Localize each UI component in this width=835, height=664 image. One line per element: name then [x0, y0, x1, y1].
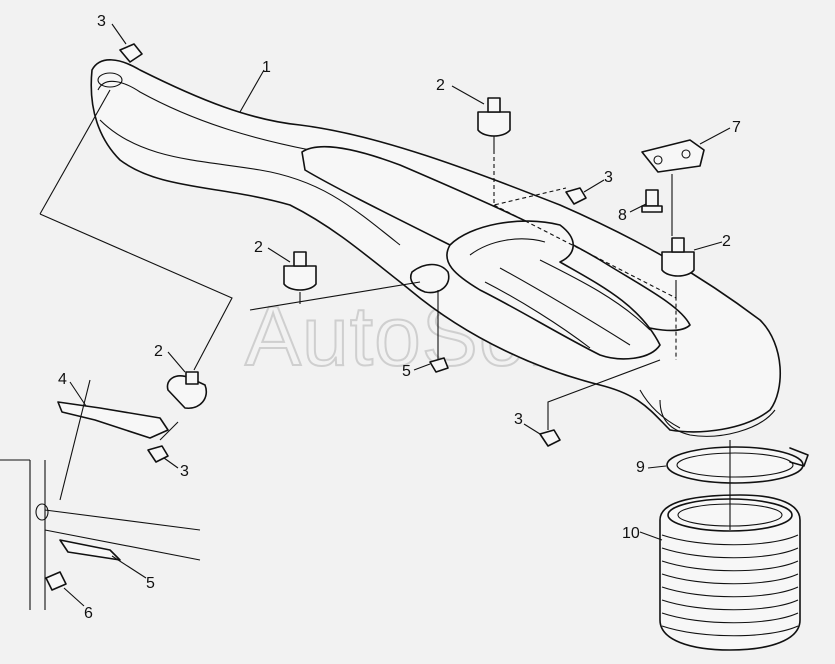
mount-isolator-mid	[283, 251, 317, 304]
callout-3-right: 3	[604, 169, 613, 186]
callout-2-top: 2	[436, 77, 445, 94]
mount-isolator-right	[661, 237, 695, 277]
callout-leaders	[63, 23, 731, 607]
callout-9: 9	[636, 459, 645, 476]
callout-8: 8	[618, 207, 627, 224]
callout-2-mid: 2	[254, 239, 263, 256]
frame-bolt	[45, 571, 67, 591]
intake-duct	[90, 59, 782, 437]
retainer-clip-mid	[429, 357, 449, 373]
callout-5-lower: 5	[146, 575, 155, 592]
callout-2-right: 2	[722, 233, 731, 250]
nut-right	[565, 187, 587, 205]
callout-6: 6	[84, 605, 93, 622]
callout-2-left: 2	[154, 343, 163, 360]
callout-1-duct: 1	[262, 59, 271, 76]
bracket-bolt	[641, 189, 663, 213]
support-bracket	[0, 401, 201, 610]
callout-7: 7	[732, 119, 741, 136]
nut-top-left	[119, 43, 143, 63]
mounting-bracket	[641, 139, 705, 173]
hose-clamp	[666, 446, 809, 484]
callout-3-lower-left: 3	[180, 463, 189, 480]
callout-4: 4	[58, 371, 67, 388]
callout-labels: 3 1 2 2 2 2 3 3 3 4 5 5 6 7 8 9 10	[58, 13, 741, 622]
bellows-hose	[659, 494, 801, 651]
mount-isolator-left	[166, 371, 207, 409]
callout-3-top-left: 3	[97, 13, 106, 30]
callout-10: 10	[622, 525, 640, 542]
callout-3-lower-right: 3	[514, 411, 523, 428]
callout-5-mid: 5	[402, 363, 411, 380]
nut-lower-right	[539, 429, 561, 447]
assembly-lines	[39, 89, 731, 530]
nut-lower-left	[147, 445, 169, 463]
retainer-clip-lower	[59, 539, 121, 561]
mount-isolator-top	[477, 97, 511, 150]
